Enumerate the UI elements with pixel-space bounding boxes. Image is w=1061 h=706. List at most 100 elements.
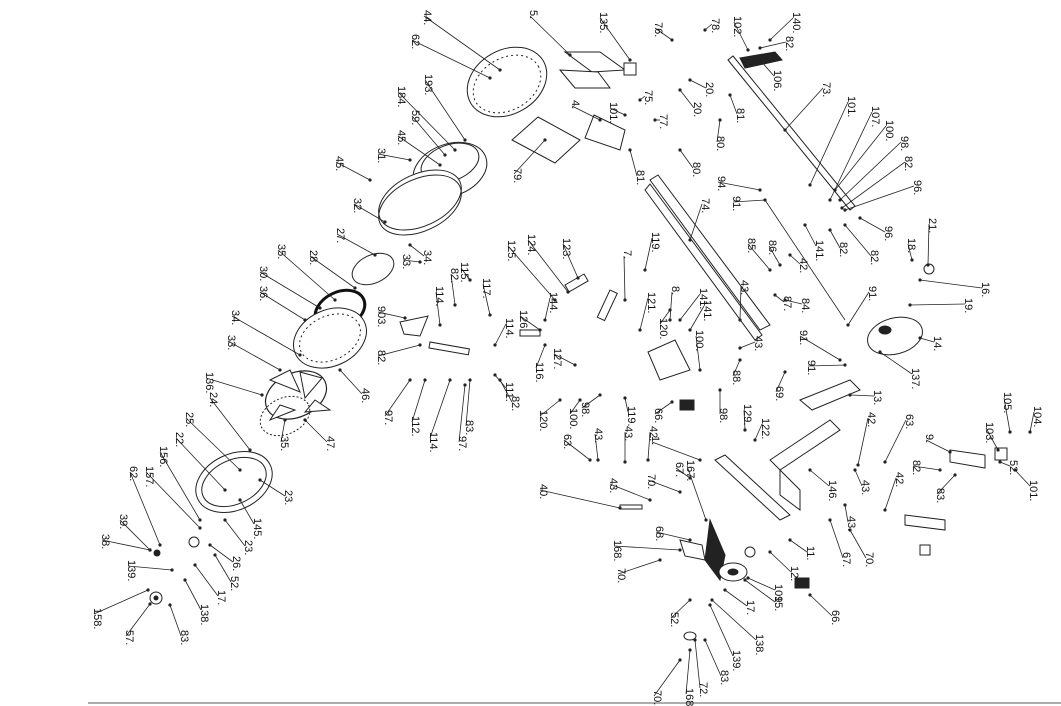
leader-dot — [463, 383, 467, 387]
leader-line — [844, 504, 849, 523]
leader-line — [377, 153, 411, 161]
leader-dot — [543, 343, 547, 347]
leader-dot — [738, 346, 742, 350]
part-label: 123. — [560, 238, 572, 259]
leader-dot — [843, 503, 847, 507]
part-label: 139. — [730, 650, 742, 671]
rod-91 — [764, 199, 846, 321]
leader-line — [744, 579, 776, 603]
leader-dot — [628, 148, 632, 152]
leader-line — [809, 101, 849, 186]
part-label: 4. — [569, 100, 581, 109]
leader-line — [789, 539, 808, 553]
part-label: 43. — [752, 336, 764, 351]
part-label: 119. — [625, 406, 637, 427]
leader-line — [799, 335, 841, 361]
disc-45-edge — [378, 174, 462, 236]
leader-dot — [278, 368, 282, 372]
part-label: 97. — [382, 410, 394, 425]
leader-dot — [596, 458, 600, 462]
leader-line — [494, 323, 507, 346]
leader-dot — [183, 578, 187, 582]
part-label: 122. — [759, 418, 771, 439]
part-label: 80. — [690, 162, 702, 177]
part-label: 7. — [621, 250, 633, 259]
leader-line — [936, 474, 956, 495]
leader-line — [789, 254, 801, 265]
leader-dot — [493, 373, 497, 377]
part-label: 43. — [592, 428, 604, 443]
leader-dot — [703, 28, 707, 32]
leader-line — [639, 297, 649, 331]
leader-dot — [463, 138, 467, 142]
part-label: 107. — [869, 106, 881, 127]
leader-dot — [198, 518, 202, 522]
leader-line — [377, 344, 421, 357]
part-label: 42. — [797, 258, 809, 273]
block-lower — [919, 544, 931, 556]
leader-dot — [408, 243, 412, 247]
leader-dot — [953, 473, 957, 477]
part-label: 52. — [1007, 460, 1019, 475]
part-label: 85. — [745, 238, 757, 253]
leader-line — [617, 559, 661, 575]
leader-dot — [828, 198, 832, 202]
leader-line — [689, 203, 703, 241]
block-66b — [794, 577, 810, 589]
leader-line — [879, 351, 913, 375]
leader-line — [717, 181, 761, 191]
leader-line — [925, 439, 951, 453]
leader-line — [709, 604, 734, 657]
leader-dot — [678, 490, 682, 494]
part-label: 35. — [278, 436, 290, 451]
leader-dot — [718, 388, 722, 392]
leader-line — [647, 479, 681, 493]
leader-dot — [746, 576, 750, 580]
part-label: 70. — [863, 552, 875, 567]
leader-line — [535, 344, 546, 369]
part-label: 100. — [567, 408, 579, 429]
leader-line — [732, 359, 741, 377]
part-label: 43. — [859, 480, 871, 495]
leader-dot — [498, 378, 502, 382]
leader-line — [774, 294, 785, 303]
disc-23-inner — [201, 456, 267, 508]
leader-dot — [808, 183, 812, 187]
leader-line — [411, 115, 446, 156]
part-label: 119. — [649, 232, 661, 253]
leader-line — [919, 279, 983, 289]
leader-dot — [208, 543, 212, 547]
leader-dot — [688, 238, 692, 242]
leader-dot — [753, 438, 757, 442]
leader-line — [519, 315, 541, 331]
part-label: 115. — [458, 262, 470, 283]
leader-line — [304, 419, 328, 443]
part-label: 15. — [772, 596, 784, 611]
leader-dot — [553, 298, 557, 302]
part-label: 44. — [421, 10, 433, 25]
part-label: 81. — [634, 170, 646, 185]
leader-dot — [678, 148, 682, 152]
part-label: 23. — [242, 540, 254, 555]
part-label: 94. — [715, 176, 727, 191]
bracket-8 — [647, 339, 691, 381]
part-label: 67. — [840, 552, 852, 567]
part-label: 184. — [395, 86, 407, 107]
leader-line — [423, 15, 501, 71]
tag-903 — [399, 315, 429, 337]
part-label: 137. — [909, 368, 921, 389]
part-label: 114. — [503, 318, 515, 339]
leader-line — [704, 639, 722, 677]
leader-dot — [708, 603, 712, 607]
part-label: 82. — [910, 460, 922, 475]
part-label: 62. — [127, 466, 139, 481]
leader-line — [739, 285, 742, 321]
part-label: 59. — [409, 110, 421, 125]
leader-line — [729, 94, 738, 115]
part-label: 82. — [868, 250, 880, 265]
leader-line — [807, 364, 846, 367]
part-label: 167. — [684, 460, 696, 481]
leader-line — [101, 539, 151, 551]
leader-dot — [808, 468, 812, 472]
